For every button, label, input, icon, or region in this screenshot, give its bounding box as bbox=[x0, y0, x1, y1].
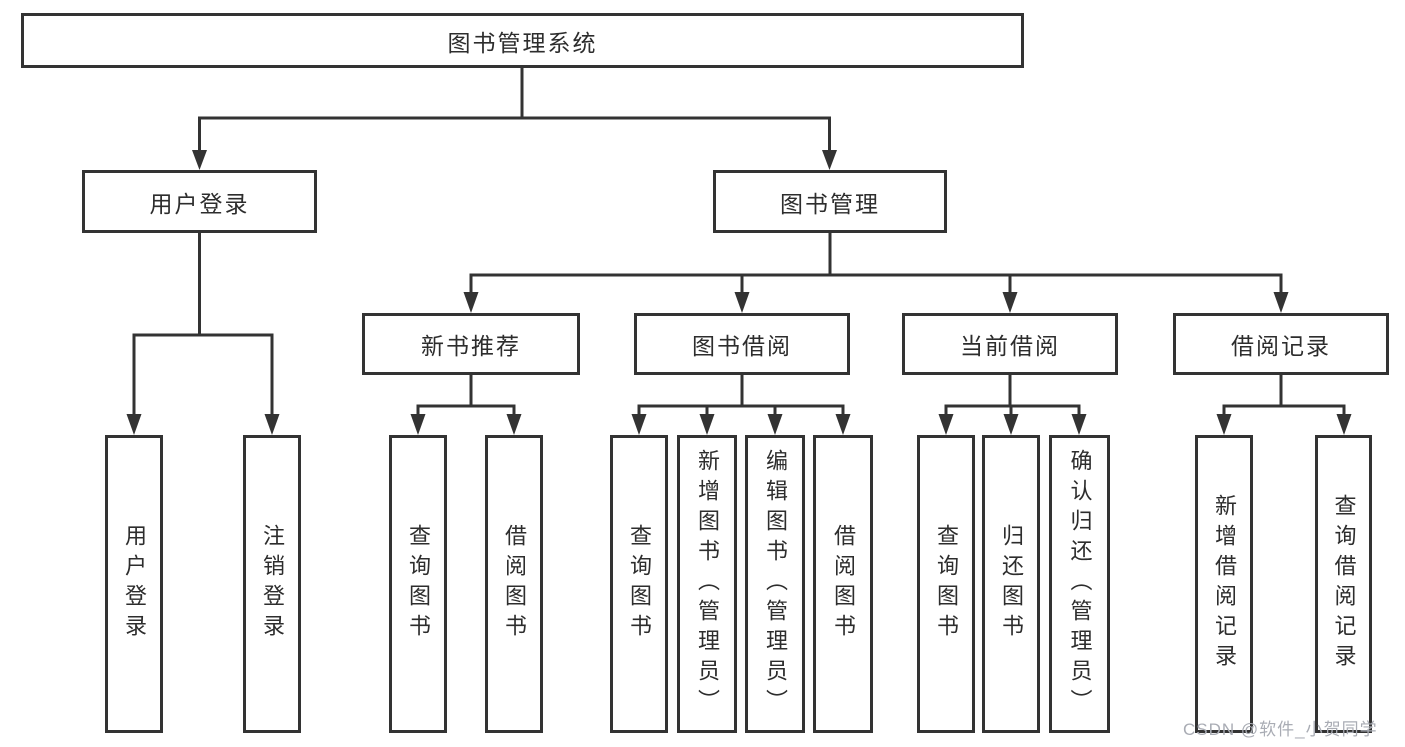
node-borrowmod-borrow-books: 借阅图书 bbox=[813, 435, 873, 733]
csdn-watermark: CSDN @软件_小贺同学 bbox=[1183, 720, 1378, 739]
node-current-confirm-return-admin: 确认归还（管理员） bbox=[1049, 435, 1110, 733]
node-book-management: 图书管理 bbox=[713, 170, 947, 233]
connector-current-borrow bbox=[938, 375, 1087, 435]
node-root: 图书管理系统 bbox=[21, 13, 1024, 68]
node-book-borrow-label: 图书借阅 bbox=[692, 333, 792, 359]
node-newbook-query-books: 查询图书 bbox=[389, 435, 447, 733]
node-logout-action: 注销登录 bbox=[243, 435, 301, 733]
node-borrowmod-edit-books-admin: 编辑图书（管理员） bbox=[745, 435, 805, 733]
connector-user-login bbox=[126, 233, 280, 435]
connector-root bbox=[192, 68, 837, 170]
node-user-login-action: 用户登录 bbox=[105, 435, 163, 733]
node-user-login: 用户登录 bbox=[82, 170, 317, 233]
node-current-borrow-label: 当前借阅 bbox=[960, 333, 1060, 359]
node-borrowmod-query-books: 查询图书 bbox=[610, 435, 668, 733]
node-newbook-borrow-books: 借阅图书 bbox=[485, 435, 543, 733]
node-current-return-books: 归还图书 bbox=[982, 435, 1040, 733]
connector-book-management bbox=[463, 233, 1289, 313]
node-current-borrow: 当前借阅 bbox=[902, 313, 1118, 375]
node-root-label: 图书管理系统 bbox=[447, 29, 598, 56]
node-book-management-label: 图书管理 bbox=[780, 190, 880, 217]
connector-book-borrow bbox=[631, 375, 851, 435]
node-new-book-recommend: 新书推荐 bbox=[362, 313, 580, 375]
connector-new-book-recommend bbox=[410, 375, 522, 435]
node-current-query-books: 查询图书 bbox=[917, 435, 975, 733]
node-borrowmod-add-books-admin: 新增图书（管理员） bbox=[677, 435, 737, 733]
node-borrow-records-label: 借阅记录 bbox=[1231, 333, 1331, 359]
node-new-book-recommend-label: 新书推荐 bbox=[421, 333, 521, 359]
node-records-add-borrow-record: 新增借阅记录 bbox=[1195, 435, 1253, 733]
node-book-borrow: 图书借阅 bbox=[634, 313, 850, 375]
node-borrow-records: 借阅记录 bbox=[1173, 313, 1389, 375]
node-records-query-borrow-record: 查询借阅记录 bbox=[1315, 435, 1372, 733]
connector-borrow-records bbox=[1216, 375, 1352, 435]
node-user-login-label: 用户登录 bbox=[149, 190, 250, 217]
